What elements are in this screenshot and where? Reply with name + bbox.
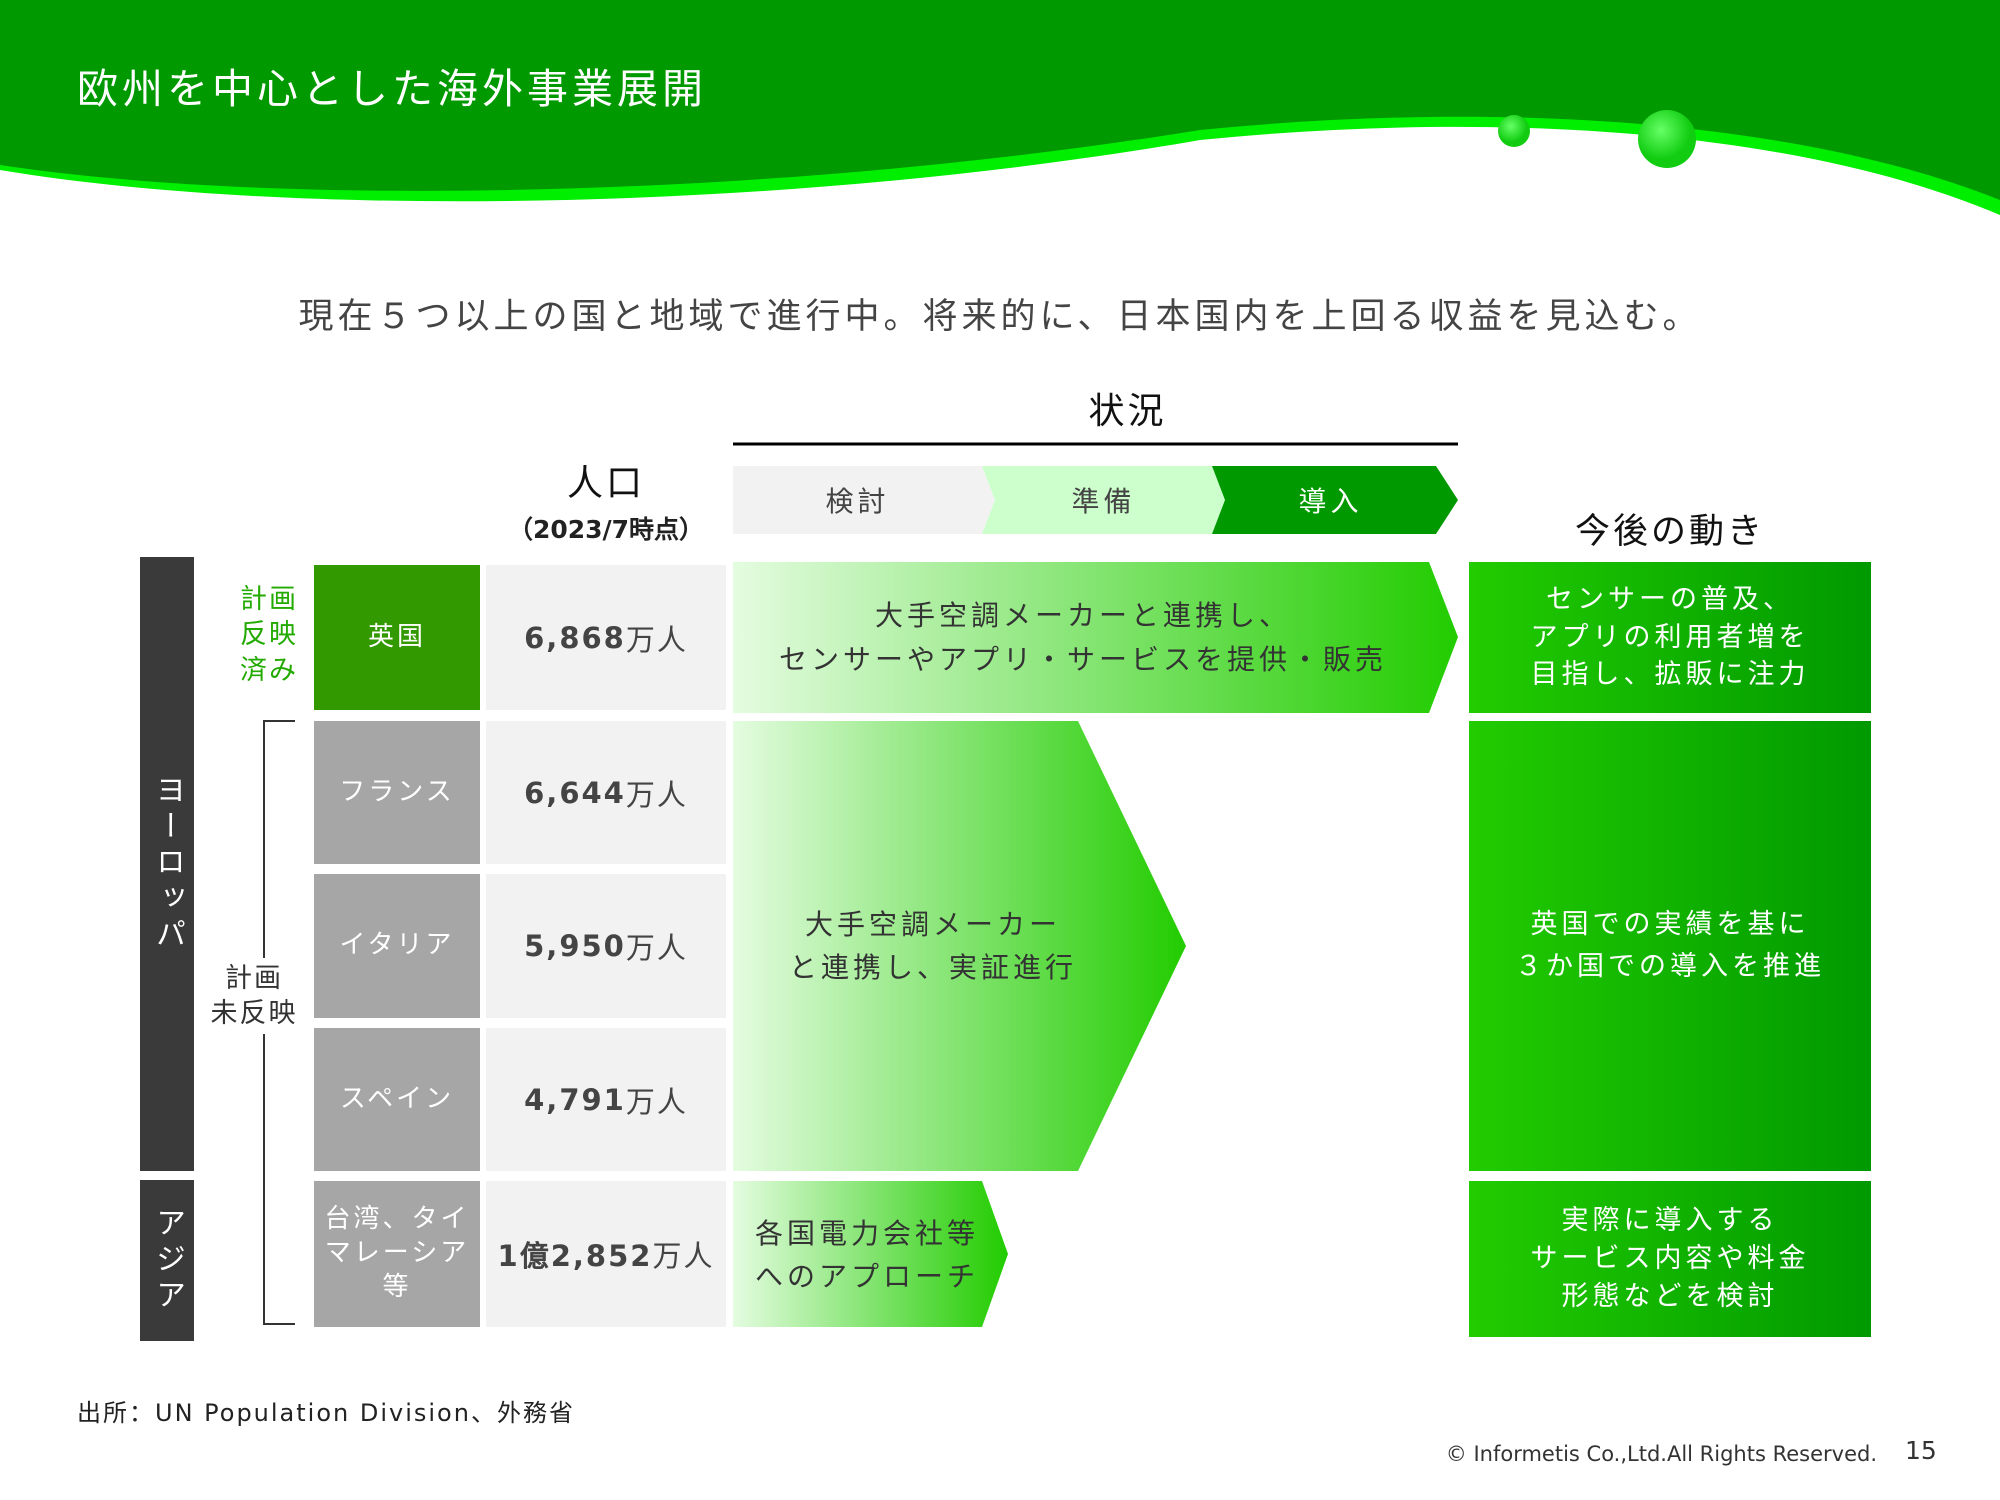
future-box-3: [1469, 1181, 1871, 1337]
status-heading: 状況: [1088, 391, 1167, 432]
stage-junbi: 準備: [1071, 485, 1136, 518]
population-note: （2023/7時点）: [507, 515, 705, 544]
status-arrow-1: [733, 562, 1458, 713]
status-text-1: 大手空調メーカーと連携し、 センサーやアプリ・サービスを提供・販売: [778, 599, 1387, 676]
future-text-2: 英国での実績を基に ３か国での導入を推進: [1515, 909, 1825, 982]
status-text-2: 大手空調メーカー と連携し、実証進行: [788, 907, 1077, 984]
group-not-reflected: 計画 未反映: [200, 958, 308, 1034]
status-arrow-2: [733, 721, 1186, 1171]
country-france: フランス: [314, 721, 480, 864]
source-note: 出所：UN Population Division、外務省: [77, 1399, 575, 1427]
population-heading: 人口: [566, 463, 645, 504]
country-asia-group: 台湾、タイ マレーシア 等: [314, 1181, 480, 1327]
decor-dot-small: [1498, 115, 1530, 147]
copyright: © Informetis Co.,Ltd.All Rights Reserved…: [1445, 1442, 1877, 1466]
future-box-1: [1469, 562, 1871, 713]
country-italy: イタリア: [314, 874, 480, 1018]
region-asia: アジア: [150, 1206, 185, 1315]
future-heading: 今後の動き: [1574, 511, 1765, 552]
region-europe: ヨーロッパ: [150, 774, 185, 954]
decor-dot-large: [1638, 110, 1696, 168]
region-bar-europe: [140, 557, 194, 1171]
page-number: 15: [1905, 1436, 1937, 1465]
group-reflected: 計画 反映 済み: [240, 584, 298, 686]
country-spain: スペイン: [314, 1028, 480, 1171]
stage-donyu-shape: [1212, 466, 1458, 534]
page-title: 欧州を中心とした海外事業展開: [77, 65, 707, 113]
future-text-3: 実際に導入する サービス内容や料金 形態などを検討: [1530, 1205, 1810, 1312]
future-text-1: センサーの普及、 アプリの利用者増を 目指し、拡販に注力: [1530, 583, 1810, 691]
region-bar-asia: [140, 1180, 194, 1341]
stage-junbi-shape: [982, 466, 1225, 534]
future-box-2: [1469, 721, 1871, 1171]
status-text-3: 各国電力会社等 へのアプローチ: [755, 1217, 980, 1294]
header-wave: [0, 0, 2000, 200]
status-arrow-3: [733, 1181, 1008, 1327]
stage-kento-shape: [733, 466, 995, 534]
stage-donyu: 導入: [1298, 485, 1363, 518]
subtitle: 現在５つ以上の国と地域で進行中。将来的に、日本国内を上回る収益を見込む。: [298, 297, 1702, 337]
stage-kento: 検討: [825, 485, 890, 518]
country-uk: 英国: [314, 565, 480, 710]
